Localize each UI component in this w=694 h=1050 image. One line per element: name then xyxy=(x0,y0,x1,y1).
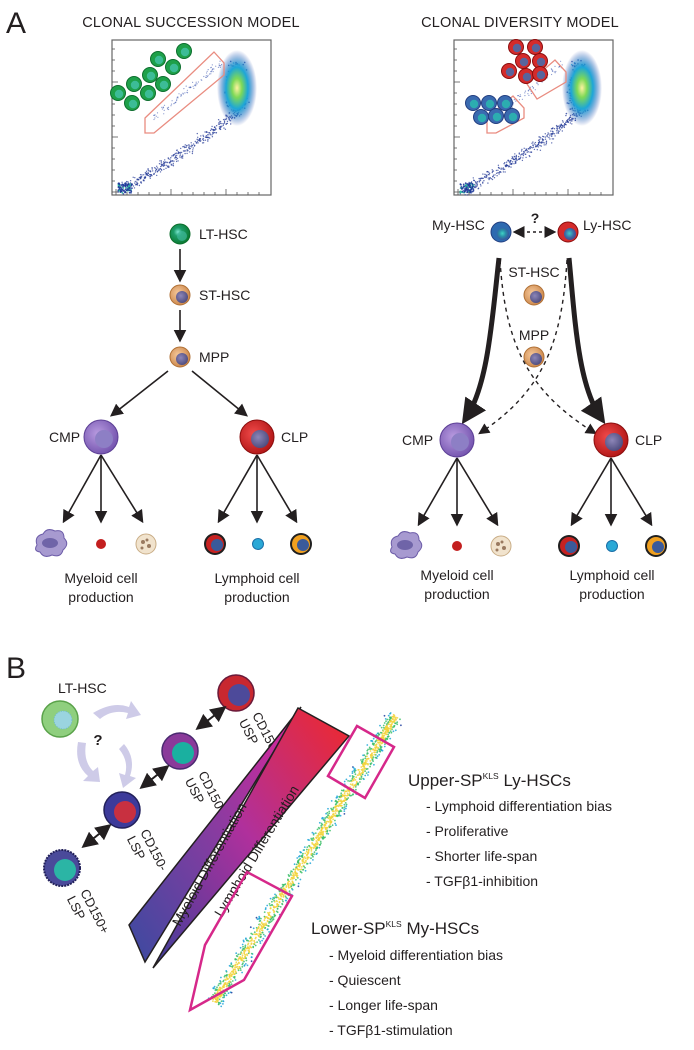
upper-sp-title: Upper-SPKLS Ly-HSCs xyxy=(408,771,571,790)
differentiation-triangles: Myeloid Differentiation Lymphoid Differe… xyxy=(128,706,351,969)
cd150plus-usp-cell xyxy=(161,732,199,770)
diversity-model-title: CLONAL DIVERSITY MODEL xyxy=(421,15,619,31)
lymphoid-products-right xyxy=(558,535,667,557)
upper-item-4: - TGFβ1-inhibition xyxy=(426,873,538,889)
succession-tree: LT-HSC ST-HSC MPP CMP CLP xyxy=(35,223,312,605)
lt-hsc-label: LT-HSC xyxy=(199,226,248,242)
myeloid-production-right-2: production xyxy=(424,586,489,602)
panel-a-label: A xyxy=(6,7,26,40)
mpp-label-right: MPP xyxy=(519,327,549,343)
lymphoid-production-right-2: production xyxy=(579,586,644,602)
lower-sp-description: Lower-SPKLS My-HSCs - Myeloid differenti… xyxy=(311,919,503,1038)
clp-cell xyxy=(239,419,275,455)
lymphoid-production-left-2: production xyxy=(224,589,289,605)
question-mark-b: ? xyxy=(93,732,102,749)
upper-sp-description: Upper-SPKLS Ly-HSCs - Lymphoid different… xyxy=(408,771,612,889)
mpp-cell-right xyxy=(523,346,545,368)
upper-sp-gate xyxy=(326,724,396,800)
self-renewal-group: LT-HSC ? xyxy=(41,680,141,788)
ly-hsc-cluster xyxy=(501,39,548,84)
cmp-cell xyxy=(83,419,119,455)
lower-item-1: - Myeloid differentiation bias xyxy=(329,947,503,963)
mpp-label: MPP xyxy=(199,349,229,365)
my-hsc-cluster xyxy=(465,95,520,125)
myeloid-production-left-1: Myeloid cell xyxy=(64,570,137,586)
myeloid-production-right-1: Myeloid cell xyxy=(420,567,493,583)
cmp-cell-right xyxy=(439,422,475,458)
clp-label-right: CLP xyxy=(635,432,662,448)
st-hsc-cell xyxy=(169,284,191,306)
lower-sp-gate xyxy=(188,870,294,1013)
diversity-facs-plot xyxy=(453,39,614,196)
question-mark: ? xyxy=(531,210,540,226)
clp-label: CLP xyxy=(281,429,308,445)
myeloid-production-left-2: production xyxy=(68,589,133,605)
myeloid-products-right xyxy=(390,531,512,559)
panel-b-label: B xyxy=(6,652,26,685)
st-hsc-label-right: ST-HSC xyxy=(508,264,559,280)
upper-item-1: - Lymphoid differentiation bias xyxy=(426,798,612,814)
cd150minus-usp-cell xyxy=(217,674,255,712)
upper-item-2: - Proliferative xyxy=(426,823,509,839)
cmp-label: CMP xyxy=(49,429,80,445)
lower-item-2: - Quiescent xyxy=(329,972,401,988)
lymphoid-products-left xyxy=(204,533,312,555)
succession-facs-plot xyxy=(110,39,272,196)
lower-sp-title: Lower-SPKLS My-HSCs xyxy=(311,919,479,938)
lt-hsc-label-b: LT-HSC xyxy=(58,680,107,696)
myeloid-triangle xyxy=(128,706,302,964)
sp-kls-plot xyxy=(188,712,402,1013)
lymphoid-production-left-1: Lymphoid cell xyxy=(214,570,299,586)
myeloid-products-left xyxy=(35,529,157,557)
lt-hsc-cell-b xyxy=(41,700,79,738)
upper-item-3: - Shorter life-span xyxy=(426,848,537,864)
cd150minus-lsp-cell xyxy=(103,791,141,829)
mpp-cell xyxy=(169,346,191,368)
lt-hsc-cluster xyxy=(110,43,192,111)
cmp-label-right: CMP xyxy=(402,432,433,448)
diversity-tree: My-HSC Ly-HSC ? ST-HSC MPP xyxy=(390,210,667,602)
self-renewal-arrows xyxy=(77,701,141,788)
lower-item-4: - TGFβ1-stimulation xyxy=(329,1022,453,1038)
lymphoid-triangle xyxy=(152,706,351,969)
st-hsc-cell-right xyxy=(523,284,545,306)
clp-cell-right xyxy=(593,422,629,458)
lymphoid-production-right-1: Lymphoid cell xyxy=(569,567,654,583)
my-hsc-cell xyxy=(490,221,512,243)
st-hsc-label: ST-HSC xyxy=(199,287,250,303)
cd150plus-lsp-cell xyxy=(43,849,81,887)
ly-hsc-label: Ly-HSC xyxy=(583,217,632,233)
ly-hsc-cell xyxy=(557,221,579,243)
lt-hsc-cell xyxy=(169,223,191,245)
my-hsc-label: My-HSC xyxy=(432,217,485,233)
succession-model-title: CLONAL SUCCESSION MODEL xyxy=(82,15,300,31)
lower-item-3: - Longer life-span xyxy=(329,997,438,1013)
